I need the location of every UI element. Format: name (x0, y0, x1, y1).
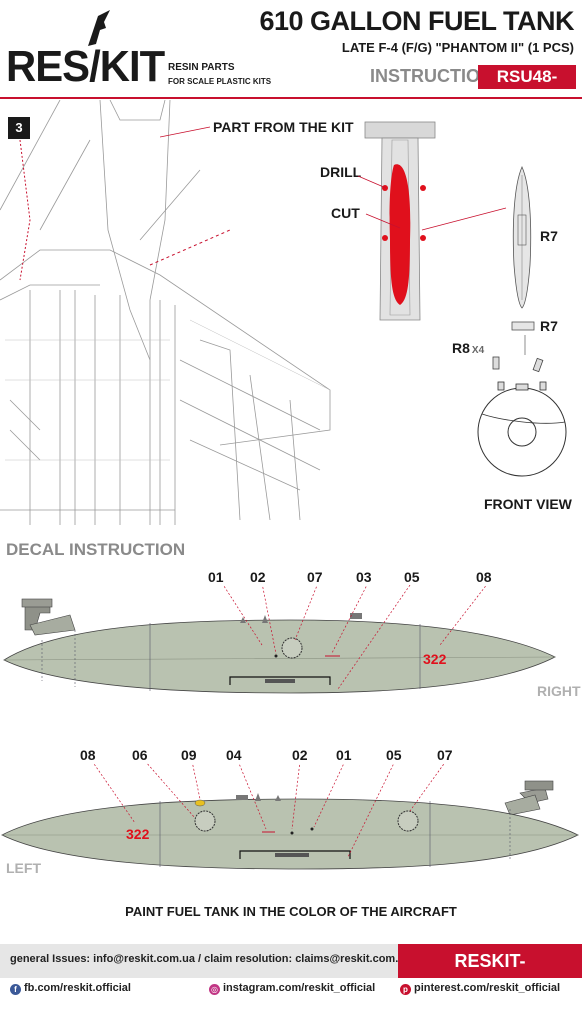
r7-leader (421, 207, 507, 231)
decal-number: 08 (80, 747, 96, 763)
page-subtitle: LATE F-4 (F/G) "PHANTOM II" (1 PCS) (341, 40, 574, 55)
decal-number: 04 (226, 747, 242, 763)
r7-label-b: R7 (540, 318, 558, 334)
header-divider (0, 97, 582, 99)
pinterest-icon: p (400, 984, 411, 995)
r8-quantity: X4 (471, 345, 485, 356)
footer-contact: general Issues: info@reskit.com.ua / cla… (10, 953, 412, 965)
cut-label: CUT (331, 205, 360, 221)
r7-label-a: R7 (540, 228, 558, 244)
leader-line-part (160, 126, 211, 138)
instagram-url: instagram.com/reskit_official (223, 982, 376, 994)
instruction-label: INSTRUCTION (370, 66, 493, 86)
right-side-tank (3, 585, 556, 694)
r7-small-part (511, 321, 535, 331)
decal-number: 02 (292, 747, 308, 763)
decal-number: 07 (307, 569, 323, 585)
logo-wordmark: RES/KIT (6, 42, 165, 91)
decal-number: 01 (336, 747, 352, 763)
instagram-link[interactable]: ◎instagram.com/reskit_official (209, 982, 375, 995)
tank-marking-right: 322 (423, 651, 447, 667)
product-code-badge: RSU48-0301 (478, 65, 576, 110)
jet-icon (88, 10, 110, 46)
aircraft-underside-drawing (0, 100, 331, 525)
pinterest-url: pinterest.com/reskit_official (414, 982, 561, 994)
decal-number: 05 (404, 569, 420, 585)
decal-number: 01 (208, 569, 224, 585)
drill-cut-leaders (357, 175, 401, 229)
tank-marking-left: 322 (126, 826, 150, 842)
front-view-label: FRONT VIEW (484, 496, 572, 512)
paint-note: PAINT FUEL TANK IN THE COLOR OF THE AIRC… (125, 904, 457, 919)
facebook-icon: f (10, 984, 21, 995)
pylon-part (364, 121, 436, 321)
decal-number: 08 (476, 569, 492, 585)
decal-number: 05 (386, 747, 402, 763)
website-link[interactable]: RESKIT-MODELS.COM (398, 944, 582, 1005)
front-view-drawing (477, 381, 567, 477)
part-from-kit-label: PART FROM THE KIT (213, 119, 354, 135)
decal-instruction-heading: DECAL INSTRUCTION (6, 540, 186, 559)
decal-number: 03 (356, 569, 372, 585)
facebook-url: fb.com/reskit.official (24, 982, 131, 994)
logo-tagline-1: RESIN PARTS (168, 62, 235, 73)
drill-label: DRILL (320, 164, 362, 180)
page-title: 610 GALLON FUEL TANK (259, 6, 574, 36)
r8-screw-parts (492, 335, 544, 373)
step-number-badge: 3 (8, 117, 30, 139)
left-side-label: LEFT (6, 860, 41, 876)
r8-id: R8 (452, 340, 470, 356)
instagram-icon: ◎ (209, 984, 220, 995)
r7-part-drawing (512, 166, 532, 309)
reskit-logo (6, 8, 156, 88)
logo-tagline-2: FOR SCALE PLASTIC KITS (168, 77, 272, 86)
right-side-label: RIGHT (537, 683, 581, 699)
decal-number: 07 (437, 747, 453, 763)
decal-number: 02 (250, 569, 266, 585)
left-side-tank (1, 763, 579, 870)
decal-number: 06 (132, 747, 148, 763)
decal-number: 09 (181, 747, 197, 763)
